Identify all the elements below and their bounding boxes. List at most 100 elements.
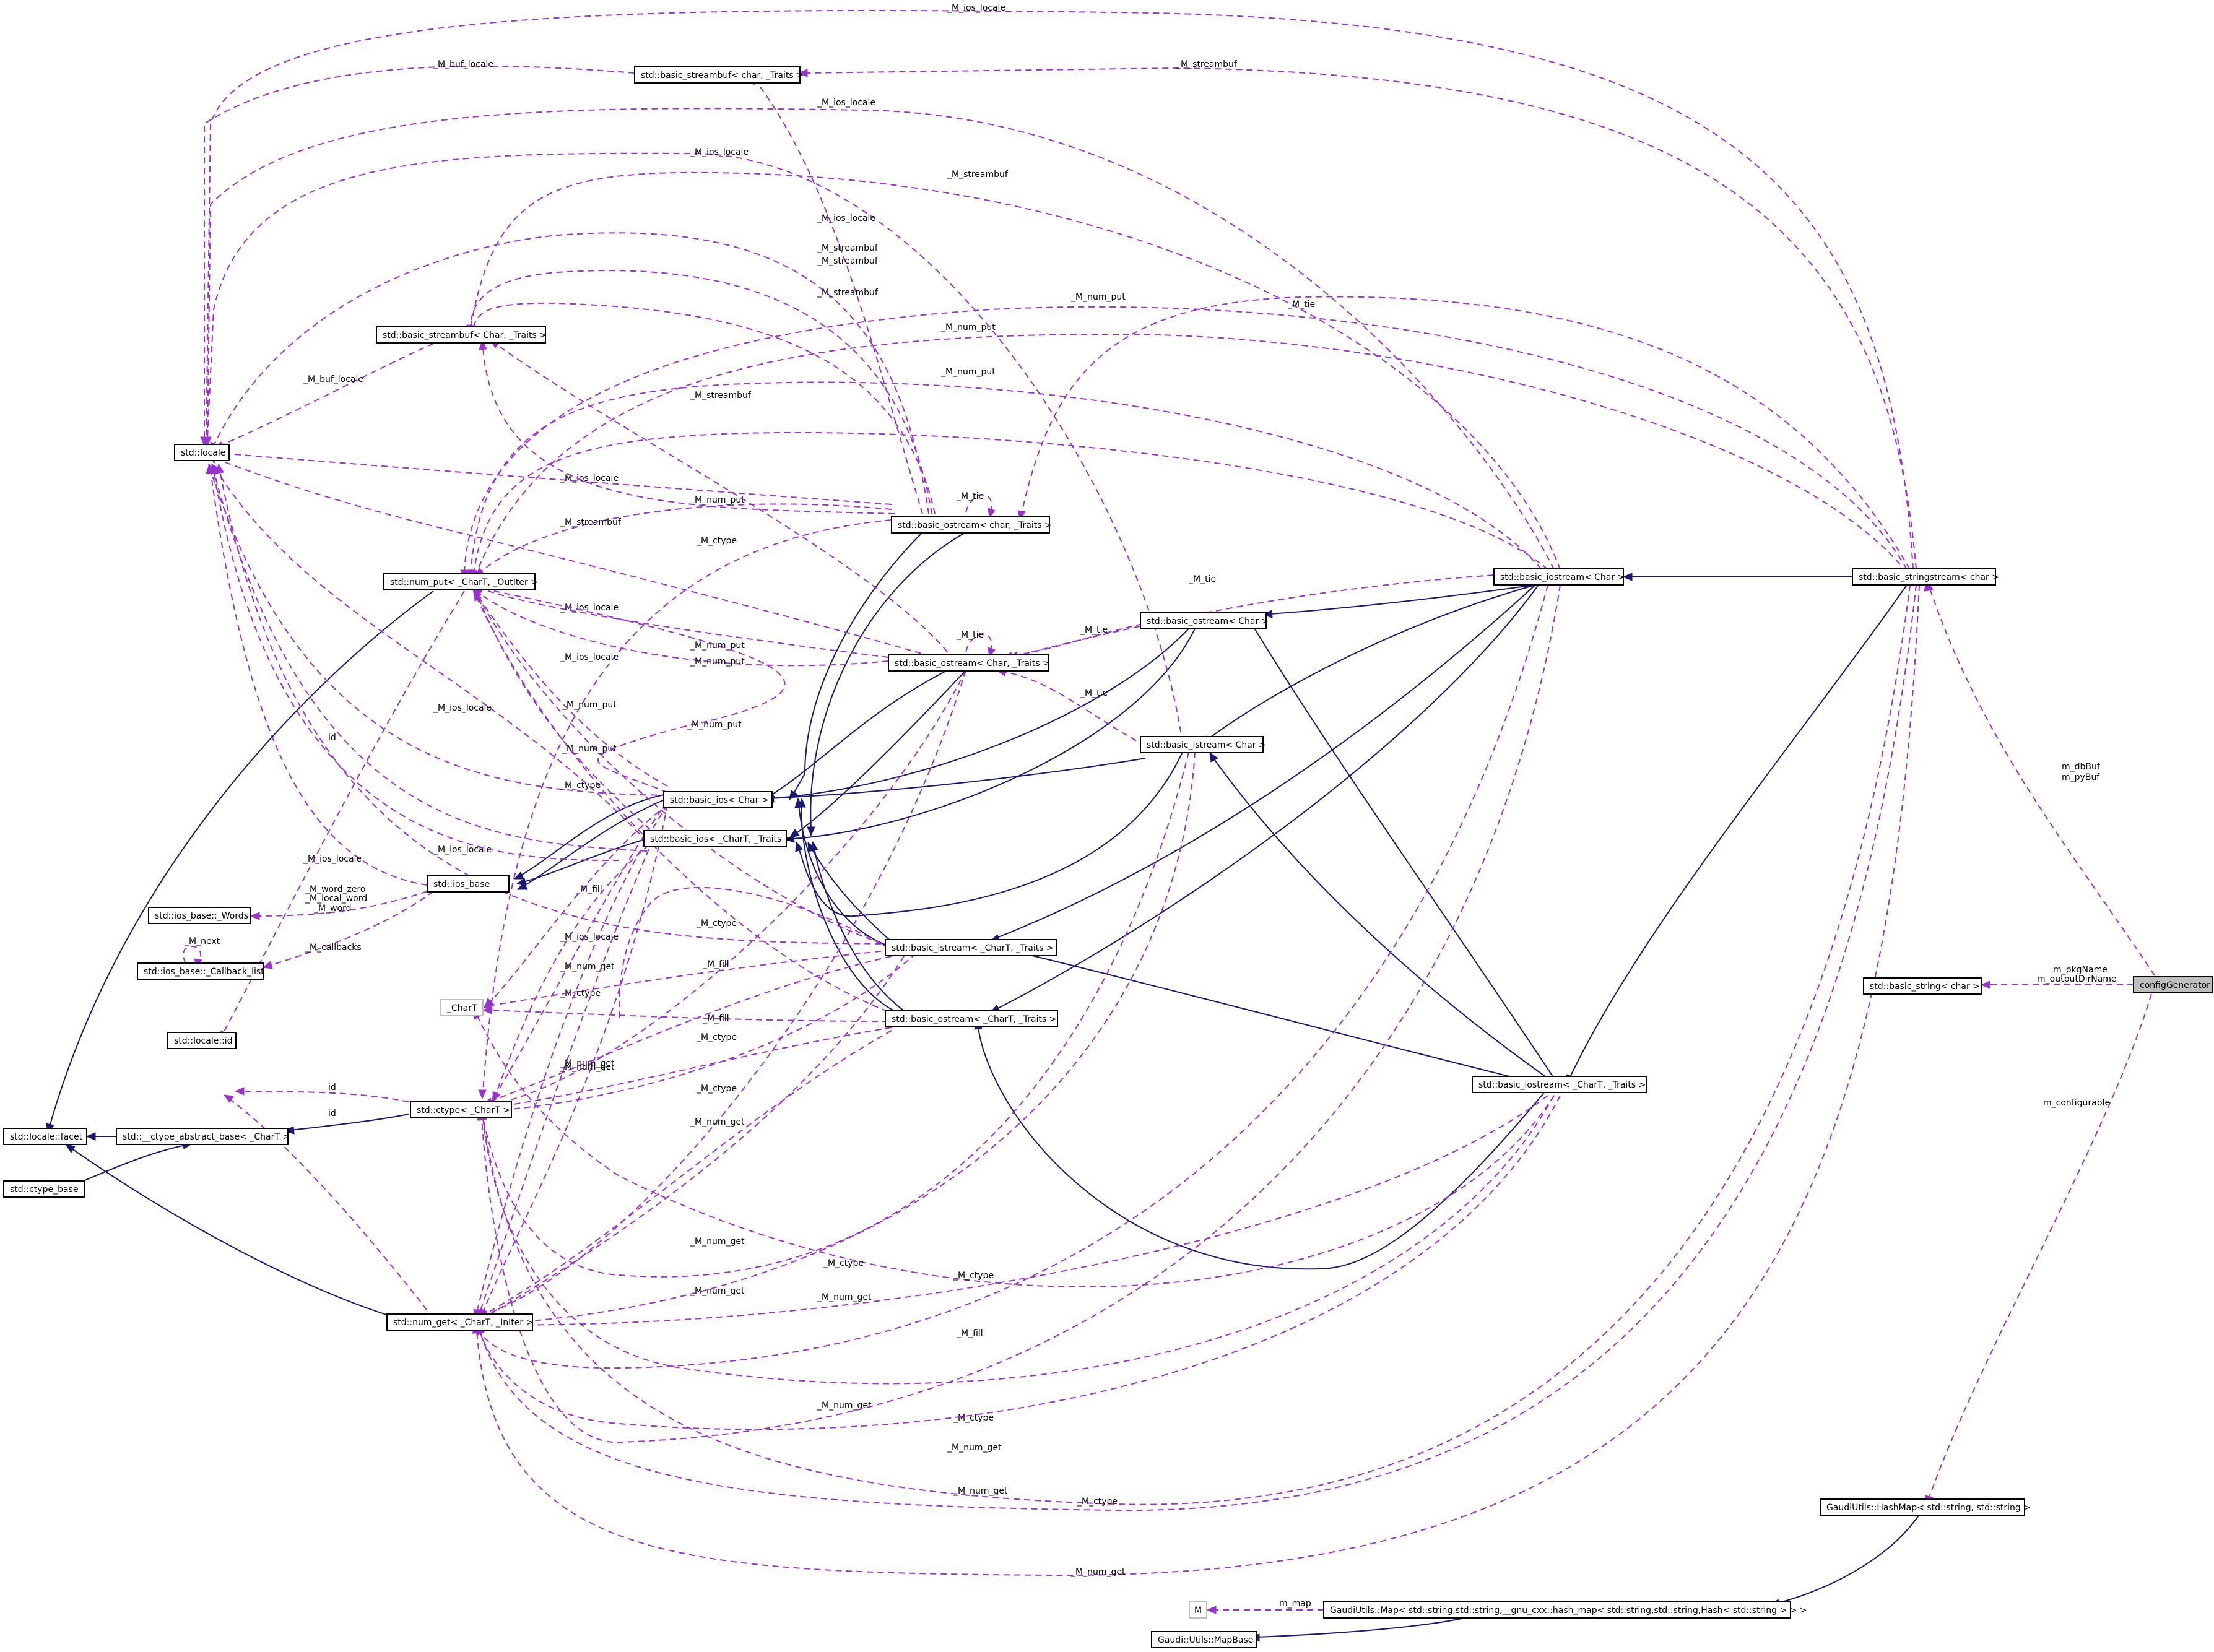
svg-text:std::basic_ios< _CharT, _Trait: std::basic_ios< _CharT, _Traits > bbox=[650, 834, 792, 844]
svg-text:_M_num_put: _M_num_put bbox=[940, 322, 996, 332]
svg-text:std::basic_ostream< Char, _Tra: std::basic_ostream< Char, _Traits > bbox=[895, 659, 1050, 668]
svg-text:_M_word: _M_word bbox=[313, 904, 352, 914]
node-locale[interactable]: std::locale bbox=[174, 444, 230, 461]
svg-text:_M_ios_locale: _M_ios_locale bbox=[817, 214, 875, 223]
svg-text:_M_num_get: _M_num_get bbox=[560, 1062, 615, 1072]
node-configgenerator[interactable]: configGenerator bbox=[2133, 976, 2213, 993]
node-chart[interactable]: _CharT bbox=[440, 999, 484, 1016]
svg-text:_M_tie: _M_tie bbox=[1080, 625, 1108, 635]
node-basic-istream-Char[interactable]: std::basic_istream< Char > bbox=[1140, 736, 1266, 753]
svg-text:_M_num_get: _M_num_get bbox=[953, 1486, 1008, 1496]
svg-text:_M_ios_locale: _M_ios_locale bbox=[947, 3, 1005, 13]
node-ctype-base[interactable]: std::ctype_base bbox=[3, 1180, 85, 1198]
svg-text:id: id bbox=[328, 1083, 336, 1092]
svg-text:_M_tie: _M_tie bbox=[1080, 688, 1108, 698]
node-ctype-T[interactable]: std::ctype< _CharT > bbox=[410, 1101, 512, 1118]
svg-text:_M_num_get: _M_num_get bbox=[690, 1117, 745, 1127]
edge-ctype-ctypeabstract bbox=[284, 1114, 409, 1135]
svg-text:std::basic_string< char >: std::basic_string< char > bbox=[1870, 982, 1980, 992]
edge-iostreamT-ostream bbox=[1247, 615, 1555, 1079]
edge-iostreamT-fill: _M_fill bbox=[473, 1008, 1555, 1338]
svg-text:_M_num_put: _M_num_put bbox=[940, 367, 996, 377]
edge-stringstream-streambufchar: _M_streambuf bbox=[797, 59, 1917, 570]
edge-ostreamCharT-self-tie: _M_tie bbox=[956, 630, 996, 658]
svg-text:_M_fill: _M_fill bbox=[575, 884, 602, 894]
svg-text:std::locale::facet: std::locale::facet bbox=[10, 1132, 83, 1142]
edge-istream-basicios bbox=[760, 758, 1146, 803]
node-ios-base-callback[interactable]: std::ios_base::_Callback_list bbox=[137, 962, 264, 980]
edge-iostreamT-numget: _M_num_get bbox=[475, 1095, 1548, 1329]
edge-iostream-numput-2: _M_num_put bbox=[469, 322, 1548, 580]
node-m[interactable]: M bbox=[1189, 1601, 1207, 1619]
svg-text:m_map: m_map bbox=[1279, 1599, 1311, 1609]
edge-ostreamT-ctype: _M_ctype bbox=[482, 1027, 892, 1112]
node-basic-iostream-T[interactable]: std::basic_iostream< _CharT, _Traits > bbox=[1472, 1076, 1647, 1093]
svg-text:_M_streambuf: _M_streambuf bbox=[817, 288, 879, 298]
edge-istream-ostreamCharT-tie: _M_tie bbox=[996, 668, 1146, 746]
node-basic-ios-T[interactable]: std::basic_ios< _CharT, _Traits > bbox=[643, 830, 792, 847]
node-mapbase[interactable]: Gaudi::Utils::MapBase bbox=[1151, 1631, 1257, 1648]
edge-basicios-numput-2: _M_num_put bbox=[474, 587, 651, 830]
node-basic-ios-Char[interactable]: std::basic_ios< Char > bbox=[663, 791, 773, 808]
edge-ostreamchar-self-tie: _M_tie bbox=[956, 491, 996, 519]
node-ctype-abstract[interactable]: std::__ctype_abstract_base< _CharT > bbox=[116, 1128, 290, 1145]
node-basic-string-char[interactable]: std::basic_string< char > bbox=[1863, 977, 1982, 995]
edge-istreamT-numput bbox=[473, 587, 892, 948]
edge-ctype-id: id bbox=[234, 1083, 409, 1102]
node-locale-facet[interactable]: std::locale::facet bbox=[3, 1128, 87, 1145]
svg-text:_M_fill: _M_fill bbox=[702, 1014, 729, 1024]
edge-iosbase-locale: _M_ios_locale bbox=[206, 463, 428, 886]
svg-text:_M_num_put: _M_num_put bbox=[690, 495, 745, 505]
svg-text:GaudiUtils::HashMap< std::stri: GaudiUtils::HashMap< std::string, std::s… bbox=[1826, 1503, 2031, 1513]
edge-iostream-ostreamT bbox=[989, 584, 1539, 1013]
svg-text:_M_ios_locale: _M_ios_locale bbox=[433, 845, 492, 855]
node-basic-ostream-char-traits[interactable]: std::basic_ostream< char, _Traits > bbox=[891, 516, 1052, 534]
node-num-put[interactable]: std::num_put< _CharT, _OutIter > bbox=[383, 573, 538, 590]
svg-text:_M_streambuf: _M_streambuf bbox=[690, 391, 752, 400]
node-ios-base[interactable]: std::ios_base bbox=[427, 875, 510, 893]
node-basic-iostream-char[interactable]: std::basic_iostream< Char > bbox=[1493, 568, 1625, 586]
svg-text:_M_num_put: _M_num_put bbox=[690, 657, 745, 667]
svg-text:_M_num_get: _M_num_get bbox=[1070, 1567, 1126, 1577]
node-streambuf-T[interactable]: std::basic_streambuf< Char, _Traits > bbox=[376, 326, 547, 344]
edge-streambuf-locale: _M_buf_locale bbox=[212, 343, 434, 450]
edge-basicios-iosbase bbox=[513, 794, 668, 880]
edge-numput-facet bbox=[46, 590, 434, 1134]
node-basic-ostream-T[interactable]: std::basic_ostream< _CharT, _Traits > bbox=[885, 1010, 1058, 1027]
node-basic-stringstream-char[interactable]: std::basic_stringstream< char > bbox=[1852, 568, 1999, 586]
node-basic-istream-T[interactable]: std::basic_istream< _CharT, _Traits > bbox=[885, 939, 1057, 956]
svg-text:_M_ios_locale: _M_ios_locale bbox=[560, 603, 619, 613]
node-locale-id[interactable]: std::locale::id bbox=[167, 1032, 237, 1049]
svg-text:_M_ctype: _M_ctype bbox=[560, 781, 601, 790]
edge-iostreamT-numget-2: _M_num_get bbox=[477, 1095, 1561, 1453]
node-basic-ostream-Char[interactable]: std::basic_ostream< Char > bbox=[1140, 612, 1269, 629]
edge-basicios-locale: _M_ios_locale bbox=[207, 463, 668, 796]
edge-ostreamchar-numput: _M_num_put bbox=[474, 495, 892, 577]
node-gaudi-map[interactable]: GaudiUtils::Map< std::string,std::string… bbox=[1323, 1601, 1807, 1619]
edge-iosbase-callback: _M_callbacks bbox=[262, 891, 434, 969]
node-basic-ostream-Char-traits[interactable]: std::basic_ostream< Char, _Traits > bbox=[888, 654, 1050, 672]
edge-iosbase-words: _M_word_zero _M_local_word _M_word bbox=[250, 884, 428, 920]
svg-text:_M_num_get: _M_num_get bbox=[560, 962, 615, 972]
edge-stringstream-iostream-T bbox=[1566, 584, 1908, 1086]
node-hashmap[interactable]: GaudiUtils::HashMap< std::string, std::s… bbox=[1820, 1498, 2031, 1516]
svg-text:std::basic_streambuf< char, _T: std::basic_streambuf< char, _Traits > bbox=[641, 71, 804, 80]
svg-text:_M_num_put: _M_num_put bbox=[1070, 292, 1126, 302]
edge-hashmap-map bbox=[1768, 1514, 1920, 1607]
svg-text:std::ios_base::_Callback_list: std::ios_base::_Callback_list bbox=[144, 967, 264, 977]
svg-text:_M_num_put: _M_num_put bbox=[562, 700, 617, 710]
node-ios-base-words[interactable]: std::ios_base::_Words bbox=[148, 907, 251, 924]
svg-text:M: M bbox=[1194, 1606, 1202, 1615]
edge-stringstream-tie: _M_tie bbox=[1017, 296, 1911, 570]
edge-iostream-streambuf-1: _M_streambuf bbox=[466, 170, 1561, 570]
svg-text:_M_ctype: _M_ctype bbox=[696, 919, 737, 928]
node-num-get[interactable]: std::num_get< _CharT, _InIter > bbox=[386, 1313, 533, 1331]
svg-text:_M_buf_locale: _M_buf_locale bbox=[303, 374, 363, 384]
edge-ostreamT-basiciosT bbox=[810, 841, 911, 1016]
svg-text:id: id bbox=[328, 1109, 336, 1118]
svg-text:_M_ctype: _M_ctype bbox=[696, 1084, 737, 1094]
svg-text:std::basic_istream< _CharT, _T: std::basic_istream< _CharT, _Traits > bbox=[892, 943, 1054, 953]
node-streambuf-char[interactable]: std::basic_streambuf< char, _Traits > bbox=[634, 66, 804, 84]
edge-iostreamT-ctype: _M_ctype bbox=[478, 1095, 1555, 1385]
